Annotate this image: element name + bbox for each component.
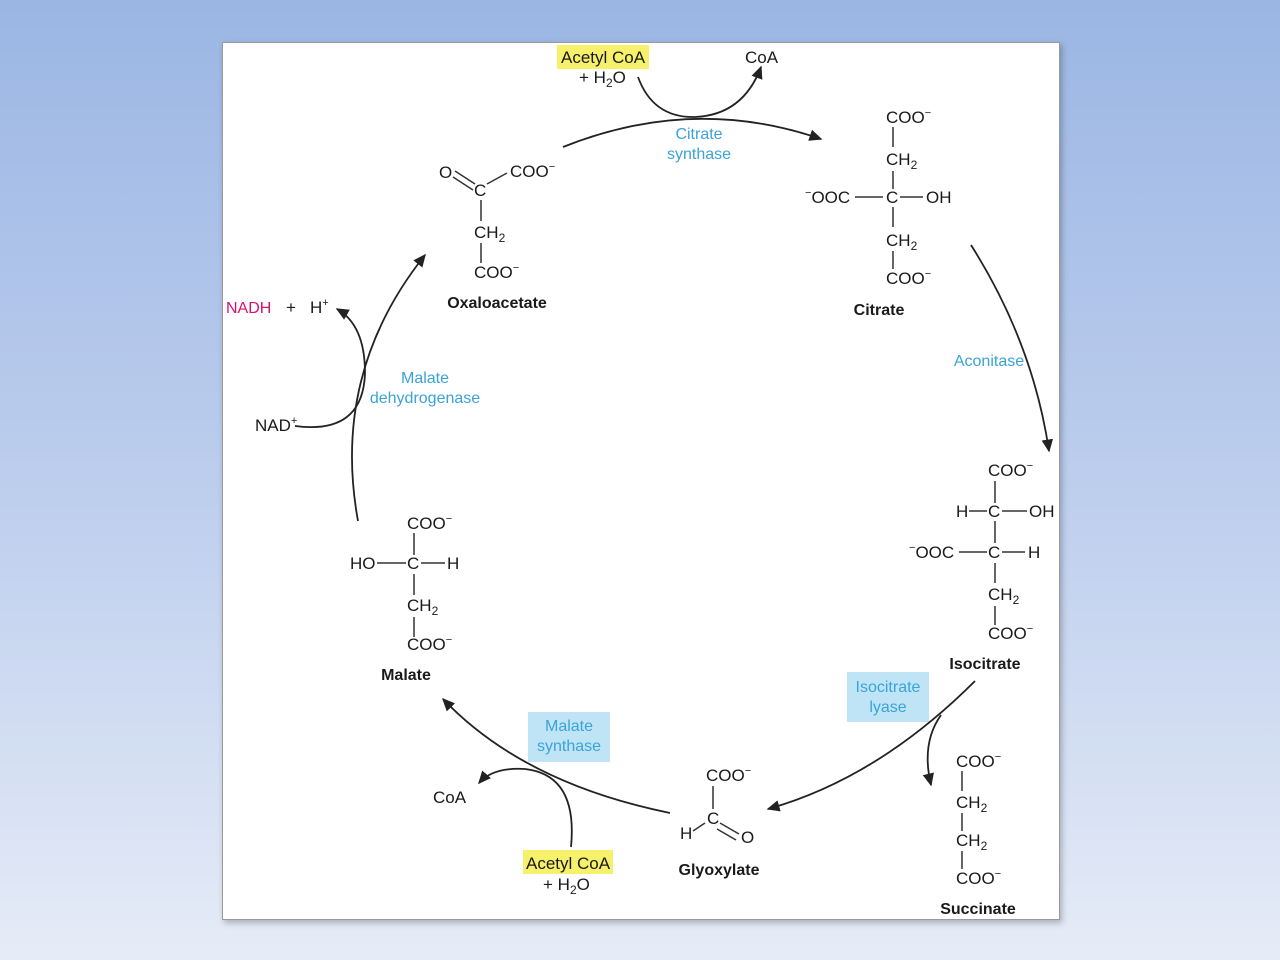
enzyme-malate-synthase-line2: synthase	[537, 738, 601, 755]
succinate-structure: COO− CH2 CH2 COO−	[956, 751, 1001, 888]
malate-synthase-box	[528, 712, 610, 762]
svg-text:C: C	[407, 554, 419, 573]
glyoxylate-name: Glyoxylate	[679, 862, 760, 879]
plus-sign: +	[286, 298, 296, 317]
oxaloacetate-coo-bottom: COO−	[474, 262, 519, 282]
svg-text:C: C	[886, 188, 898, 207]
citrate-ooc: −OOC	[805, 187, 850, 207]
svg-text:C: C	[707, 809, 719, 828]
enzyme-isocitrate-lyase-line2: lyase	[869, 699, 906, 716]
svg-text:O: O	[741, 828, 754, 847]
nad-plus: NAD+	[255, 415, 297, 435]
isocitrate-structure: COO− H C OH −OOC C H CH2 COO−	[909, 460, 1055, 643]
arrow-nad-to-nadh	[294, 308, 366, 428]
citrate-structure: COO− CH2 −OOC C OH CH2 COO−	[805, 107, 952, 288]
enzyme-malate-synthase-line1: Malate	[545, 718, 593, 735]
arrow-malate-to-oxaloacetate	[351, 253, 426, 522]
glyoxylate-structure: COO− C H O	[680, 765, 754, 847]
malate-coo-top: COO−	[407, 513, 452, 533]
oxaloacetate-name: Oxaloacetate	[447, 295, 547, 312]
enzyme-aconitase: Aconitase	[954, 353, 1024, 370]
isocitrate-name: Isocitrate	[949, 656, 1020, 673]
oxaloacetate-coo-top: COO−	[510, 161, 555, 181]
isocitrate-lyase-box	[847, 672, 929, 722]
citrate-coo-bottom: COO−	[886, 268, 931, 288]
arrow-succinate-branch	[922, 714, 942, 787]
acetyl-coa-bottom: Acetyl CoA	[526, 854, 611, 873]
arrow-oxaloacetate-to-citrate	[562, 117, 823, 148]
enzyme-malate-dehydrogenase-line2: dehydrogenase	[370, 390, 480, 407]
citrate-coo-top: COO−	[886, 107, 931, 127]
arrow-citrate-to-isocitrate	[970, 244, 1054, 453]
malate-ch2: CH2	[407, 596, 439, 618]
succinate-ch2-b: CH2	[956, 831, 988, 853]
svg-text:C: C	[988, 543, 1000, 562]
svg-text:H: H	[1028, 543, 1040, 562]
svg-text:OH: OH	[926, 188, 952, 207]
isocitrate-coo-bottom: COO−	[988, 623, 1033, 643]
glyoxylate-coo: COO−	[706, 765, 751, 785]
arrow-isocitrate-to-glyoxylate	[766, 680, 976, 812]
acetyl-coa-top: Acetyl CoA	[561, 48, 646, 67]
isocitrate-coo-top: COO−	[988, 460, 1033, 480]
succinate-coo-top: COO−	[956, 751, 1001, 771]
citrate-ch2-bottom: CH2	[886, 231, 918, 253]
enzyme-citrate-synthase-line1: Citrate	[675, 126, 722, 143]
acetyl-coa-bottom-highlight	[523, 850, 613, 874]
h-plus: H+	[310, 297, 329, 317]
coa-top: CoA	[745, 48, 779, 67]
enzyme-malate-dehydrogenase-line1: Malate	[401, 370, 449, 387]
coa-bottom: CoA	[433, 788, 467, 807]
diagram-slide: Acetyl CoA + H2O CoA Acetyl CoA + H2O Co…	[222, 42, 1060, 920]
oxaloacetate-structure: O C COO− CH2 COO−	[439, 161, 555, 282]
enzyme-citrate-synthase-line2: synthase	[667, 146, 731, 163]
malate-name: Malate	[381, 667, 431, 684]
malate-coo-bottom: COO−	[407, 634, 452, 654]
svg-text:C: C	[474, 181, 486, 200]
isocitrate-ch2: CH2	[988, 585, 1020, 607]
succinate-name: Succinate	[940, 901, 1016, 918]
oxaloacetate-ch2: CH2	[474, 223, 506, 245]
h2o-top: + H2O	[579, 68, 626, 90]
succinate-ch2-a: CH2	[956, 793, 988, 815]
svg-text:H: H	[956, 502, 968, 521]
isocitrate-ooc: −OOC	[909, 542, 954, 562]
enzyme-isocitrate-lyase-line1: Isocitrate	[856, 679, 921, 696]
nadh-label: NADH	[226, 300, 271, 317]
arrow-glyoxylate-to-malate	[442, 697, 671, 814]
svg-text:O: O	[439, 163, 452, 182]
svg-text:HO: HO	[350, 554, 376, 573]
acetyl-coa-top-highlight	[557, 45, 649, 69]
malate-structure: COO− HO C H CH2 COO−	[350, 513, 459, 654]
svg-text:OH: OH	[1029, 502, 1055, 521]
arrow-acetyl-coa-to-coa-top	[637, 65, 763, 118]
svg-text:H: H	[447, 554, 459, 573]
citrate-name: Citrate	[854, 302, 905, 319]
svg-text:H: H	[680, 824, 692, 843]
succinate-coo-bottom: COO−	[956, 868, 1001, 888]
svg-text:C: C	[988, 502, 1000, 521]
h2o-bottom: + H2O	[543, 875, 590, 897]
citrate-ch2-top: CH2	[886, 150, 918, 172]
arrow-acetyl-coa-to-coa-bottom	[478, 767, 573, 848]
